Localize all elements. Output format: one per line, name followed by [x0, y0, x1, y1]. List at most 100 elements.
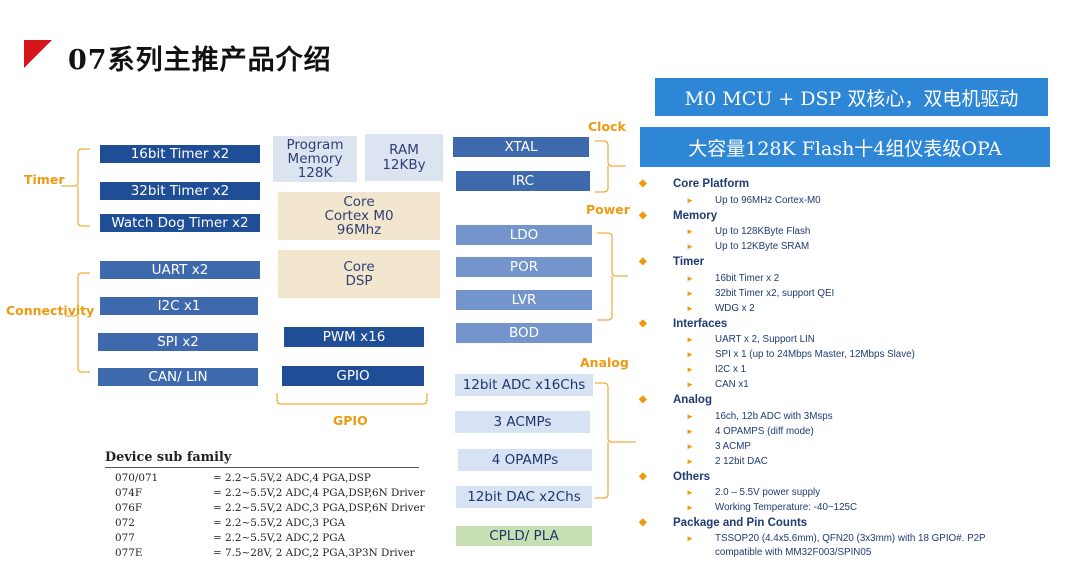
- diamond-bullet-icon: ◆: [639, 178, 647, 189]
- arrow-bullet-icon: ►: [686, 335, 694, 344]
- spec-item-text: 3 ACMP: [715, 440, 751, 452]
- spec-heading: Memory: [673, 209, 718, 222]
- gpio-block: GPIO: [282, 366, 424, 386]
- device-code: 070/071: [115, 472, 159, 484]
- spec-item-text: Up to 12KByte SRAM: [715, 241, 810, 252]
- power-bracket: [597, 232, 628, 321]
- watchdog-block: Watch Dog Timer x2: [100, 214, 260, 232]
- device-desc: = 2.2~5.5V,2 ADC,2 PGA: [213, 532, 346, 544]
- arrow-bullet-icon: ►: [686, 488, 694, 497]
- gpio-category-label: GPIO: [333, 413, 368, 428]
- core-m0-block: Core Cortex M0 96Mhz: [278, 192, 440, 240]
- spec-section: ◆Package and Pin Counts: [638, 515, 1078, 532]
- timer-bracket: [61, 148, 90, 227]
- spec-item: ►16bit Timer x 2: [638, 271, 1078, 286]
- device-row: 074F= 2.2~5.5V,2 ADC,4 PGA,DSP,6N Driver: [115, 486, 425, 501]
- arrow-bullet-icon: ►: [686, 441, 694, 451]
- por-block: POR: [456, 257, 592, 277]
- device-desc: = 2.2~5.5V,2 ADC,4 PGA,DSP: [213, 472, 371, 484]
- adc-block: 12bit ADC x16Chs: [455, 374, 593, 396]
- banner-flash-opa-text: 大容量128K Flash十4组仪表级OPA: [688, 137, 1002, 160]
- arrow-bullet-icon: ►: [686, 503, 694, 512]
- device-desc: = 2.2~5.5V,2 ADC,3 PGA: [213, 517, 346, 529]
- diamond-bullet-icon: ◆: [639, 470, 647, 482]
- arrow-bullet-icon: ►: [686, 426, 694, 436]
- arrow-bullet-icon: ►: [686, 242, 694, 251]
- lvr-block: LVR: [456, 290, 592, 310]
- device-row: 077 = 2.2~5.5V,2 ADC,2 PGA: [115, 531, 425, 546]
- device-row: 070/071 = 2.2~5.5V,2 ADC,4 PGA,DSP: [115, 471, 425, 486]
- spec-item: ►WDG x 2: [638, 301, 1078, 316]
- device-sub-family-title: Device sub family: [105, 450, 419, 468]
- diamond-bullet-icon: ◆: [639, 256, 647, 267]
- spec-heading: Core Platform: [673, 178, 750, 190]
- spec-item-text: SPI x 1 (up to 24Mbps Master, 12Mbps Sla…: [715, 349, 915, 360]
- title-marker-icon: [24, 40, 52, 68]
- banner-dual-core: M0 MCU + DSP 双核心，双电机驱动: [655, 78, 1048, 116]
- device-code: 077: [115, 532, 135, 544]
- spec-item: ► UART x 2, Support LIN: [638, 332, 1078, 347]
- arrow-bullet-icon: ►: [686, 273, 694, 283]
- spec-section: ◆ Core Platform: [638, 176, 1078, 193]
- spec-item: ►TSSOP20 (4.4x5.6mm), QFN20 (3x3mm) with…: [638, 532, 1078, 560]
- device-row: 072= 2.2~5.5V,2 ADC,3 PGA: [115, 516, 425, 531]
- connectivity-bracket: [65, 272, 90, 373]
- spec-item-text: I2C x 1: [715, 364, 747, 375]
- device-code: 077E: [115, 547, 143, 559]
- spec-heading: Others: [673, 470, 711, 483]
- spec-item: ► Up to 12KByte SRAM: [638, 239, 1078, 254]
- analog-category-label: Analog: [580, 355, 629, 370]
- spec-heading: Analog: [673, 394, 712, 406]
- spec-item: ►4 OPAMPS (diff mode): [638, 424, 1078, 439]
- spec-item-text: Up to 96MHz Cortex-M0: [715, 194, 821, 206]
- banner-flash-opa: 大容量128K Flash十4组仪表级OPA: [640, 127, 1050, 167]
- irc-block: IRC: [456, 171, 590, 191]
- device-code: 074F: [115, 487, 143, 499]
- spi-block: SPI x2: [98, 333, 258, 351]
- timer16-block: 16bit Timer x2: [100, 145, 260, 163]
- connectivity-category-label: Connectivity: [6, 303, 95, 318]
- spec-heading: Package and Pin Counts: [673, 517, 808, 529]
- spec-item-text: CAN x1: [715, 379, 749, 390]
- arrow-bullet-icon: ►: [686, 195, 694, 205]
- banner-dual-core-text: M0 MCU + DSP 双核心，双电机驱动: [684, 87, 1019, 110]
- spec-item: ►16ch, 12b ADC with 3Msps: [638, 409, 1078, 424]
- acmp-block: 3 ACMPs: [455, 411, 590, 433]
- spec-item: ► Up to 128KByte Flash: [638, 224, 1078, 239]
- arrow-bullet-icon: ►: [686, 533, 694, 543]
- spec-item-text: Up to 128KByte Flash: [715, 226, 811, 237]
- ram-block: RAM 12KBy: [365, 134, 443, 181]
- spec-item-text: 2 12bit DAC: [715, 455, 768, 467]
- xtal-block: XTAL: [453, 137, 589, 157]
- spec-item: ► 2.0 – 5.5V power supply: [638, 485, 1078, 500]
- device-desc: = 2.2~5.5V,2 ADC,3 PGA,DSP,6N Driver: [213, 502, 425, 514]
- diamond-bullet-icon: ◆: [639, 209, 647, 221]
- arrow-bullet-icon: ►: [686, 303, 694, 313]
- i2c-block: I2C x1: [100, 297, 258, 315]
- core-dsp-block: Core DSP: [278, 250, 440, 298]
- spec-heading: Interfaces: [673, 317, 728, 330]
- can-lin-block: CAN/ LIN: [98, 368, 258, 386]
- spec-item-text: 32bit Timer x2, support QEI: [715, 287, 835, 299]
- gpio-bracket: [276, 393, 428, 405]
- spec-item-text: 2.0 – 5.5V power supply: [715, 487, 821, 498]
- spec-item: ► 2 12bit DAC: [638, 454, 1078, 469]
- spec-item: ►CAN x1: [638, 377, 1078, 392]
- dac-block: 12bit DAC x2Chs: [456, 486, 592, 508]
- arrow-bullet-icon: ►: [686, 227, 694, 236]
- arrow-bullet-icon: ►: [686, 456, 694, 466]
- pwm-block: PWM x16: [284, 327, 424, 347]
- spec-item-text: UART x 2, Support LIN: [715, 334, 815, 345]
- arrow-bullet-icon: ►: [686, 365, 694, 374]
- device-sub-family-table: Device sub family 070/071 = 2.2~5.5V,2 AD…: [105, 450, 425, 561]
- ldo-block: LDO: [456, 225, 592, 245]
- diamond-bullet-icon: ◆: [639, 394, 647, 405]
- spec-section: ◆ Memory: [638, 208, 1078, 225]
- power-category-label: Power: [586, 202, 630, 217]
- bod-block: BOD: [456, 323, 592, 343]
- spec-heading: Timer: [673, 256, 705, 268]
- timer-category-label: Timer: [24, 172, 65, 187]
- analog-bracket: [595, 382, 636, 499]
- spec-item-text: Working Temperature: -40~125C: [715, 502, 858, 513]
- device-desc: = 7.5~28V, 2 ADC,2 PGA,3P3N Driver: [213, 547, 415, 559]
